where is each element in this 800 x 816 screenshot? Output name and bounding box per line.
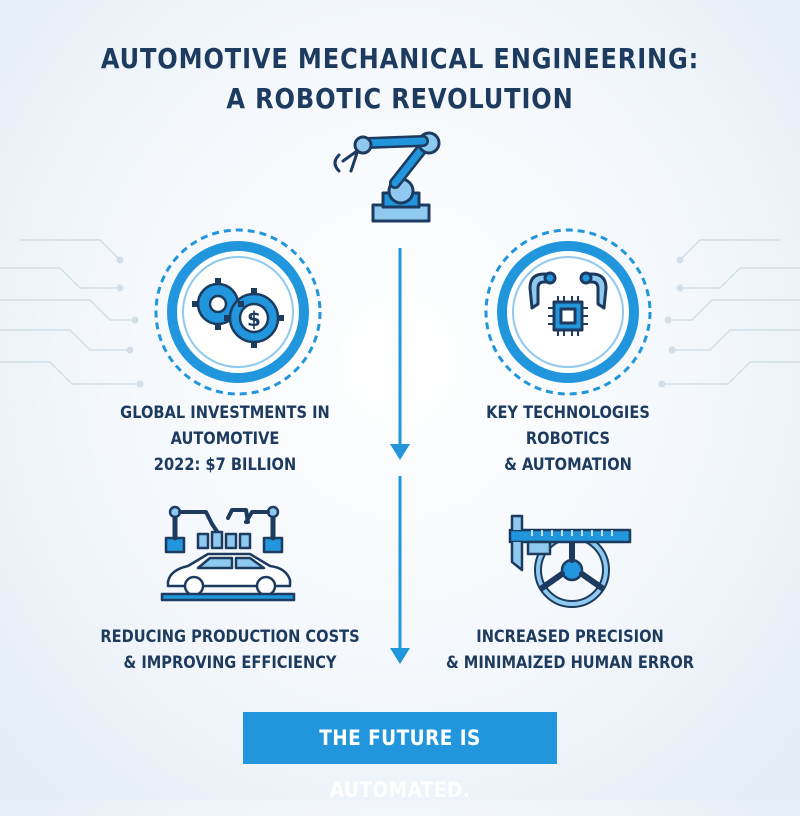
- costs-line2: & IMPROVING EFFICIENCY: [123, 653, 337, 673]
- precision-label: INCREASED PRECISION & MINIMAIZED HUMAN E…: [432, 624, 707, 676]
- assembly-line-car-icon: [160, 505, 296, 602]
- technologies-line3: & AUTOMATION: [504, 455, 632, 475]
- technologies-line2: ROBOTICS: [525, 429, 611, 449]
- investments-line3: 2022: $7 BILLION: [153, 455, 297, 475]
- investments-line2: AUTOMOTIVE: [170, 429, 280, 449]
- costs-line1: REDUCING PRODUCTION COSTS: [100, 627, 360, 647]
- precision-line1: INCREASED PRECISION: [476, 627, 664, 647]
- divider-arrow-lower: [390, 476, 410, 664]
- caliper-steering-wheel-icon: [508, 514, 632, 608]
- technologies-label: KEY TECHNOLOGIES ROBOTICS & AUTOMATION: [430, 400, 705, 478]
- costs-label: REDUCING PRODUCTION COSTS & IMPROVING EF…: [92, 624, 367, 676]
- tagline-banner: THE FUTURE IS AUTOMATED.: [243, 712, 557, 802]
- investments-label: GLOBAL INVESTMENTS IN AUTOMOTIVE 2022: $…: [87, 400, 362, 478]
- robot-grippers-chip-icon: [484, 228, 652, 396]
- svg-text:$: $: [247, 307, 261, 331]
- page-title-line1: AUTOMOTIVE MECHANICAL ENGINEERING:: [100, 42, 700, 75]
- precision-line2: & MINIMAIZED HUMAN ERROR: [445, 653, 695, 673]
- page-title-line2: A ROBOTIC REVOLUTION: [226, 82, 574, 115]
- gears-dollar-icon: $: [154, 228, 322, 396]
- investments-line1: GLOBAL INVESTMENTS IN: [120, 403, 330, 423]
- robotic-arm-icon: [333, 131, 441, 223]
- divider-arrow-upper: [390, 248, 410, 460]
- technologies-line1: KEY TECHNOLOGIES: [486, 403, 650, 423]
- tagline-text: THE FUTURE IS AUTOMATED.: [319, 726, 481, 802]
